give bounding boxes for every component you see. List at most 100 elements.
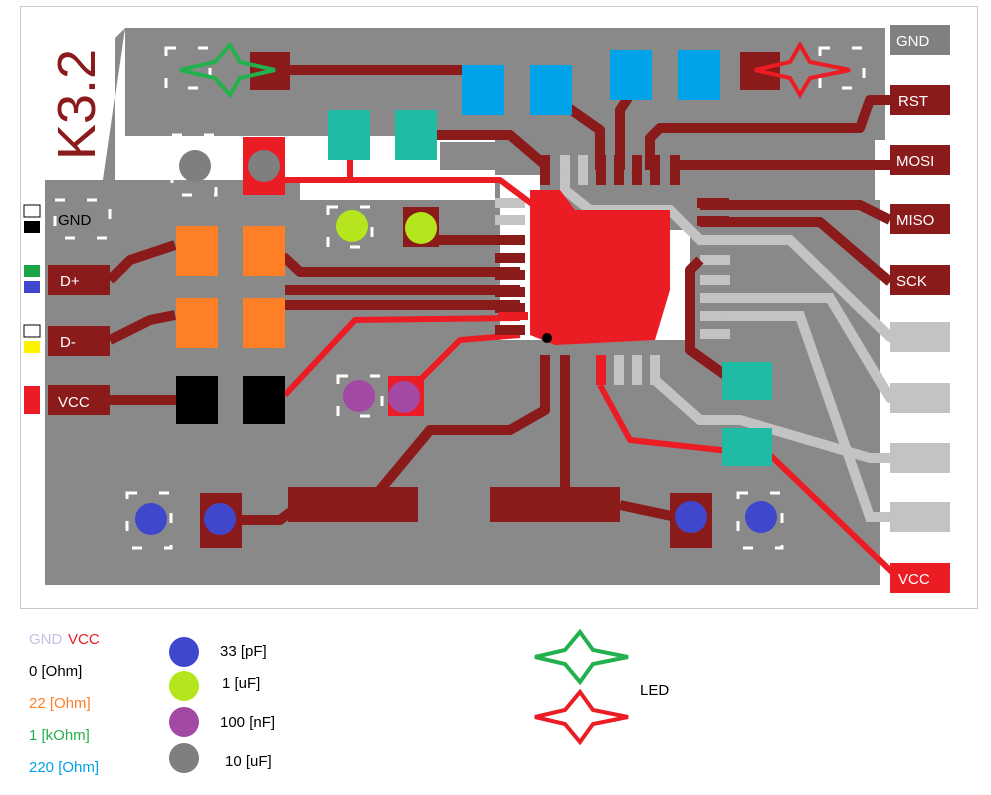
left-pin-gnd-marker-1 bbox=[23, 204, 41, 218]
gnd-pad-10u bbox=[170, 133, 218, 197]
clearance bbox=[125, 136, 495, 200]
legend-cap100n-swatch bbox=[169, 707, 199, 737]
pour-right bbox=[690, 200, 880, 555]
left-pins: GND D+ D- VCC bbox=[23, 204, 110, 415]
right-pin-sck-label: SCK bbox=[896, 273, 927, 290]
qfn-pad-b1 bbox=[540, 355, 550, 385]
right-pin-gnd bbox=[890, 25, 950, 55]
gnd-pad-led-left bbox=[164, 46, 212, 90]
crystal-pad-left bbox=[288, 487, 418, 522]
gnd-pad-led-right bbox=[818, 46, 866, 90]
trace-unused-1 bbox=[560, 170, 895, 342]
qfn-pad-t3 bbox=[596, 155, 606, 185]
left-pin-dplus-marker-1 bbox=[24, 265, 40, 277]
qfn-pad-r3 bbox=[700, 255, 730, 265]
crystal-pad-right bbox=[490, 487, 620, 522]
legend-gnd: GND bbox=[29, 631, 63, 648]
r0-2 bbox=[243, 376, 285, 424]
gnd-pad-1u bbox=[326, 205, 374, 249]
legend-cap10u: 10 [uF] bbox=[225, 753, 272, 770]
r22-4 bbox=[243, 298, 285, 348]
r22-3 bbox=[176, 298, 218, 348]
qfn-pad-t6 bbox=[650, 155, 660, 185]
legend: GND VCC 0 [Ohm] 22 [Ohm] 1 [kOhm] 220 [O… bbox=[29, 628, 669, 776]
trace-dminus-in bbox=[107, 310, 176, 345]
right-pin-rst bbox=[890, 85, 950, 115]
r1k-1 bbox=[328, 110, 370, 160]
gnd-pad-left-conn bbox=[53, 198, 112, 240]
clearance-cap1 bbox=[300, 170, 495, 200]
qfn-pad-r2 bbox=[697, 216, 729, 226]
gnd-pad-100n bbox=[336, 374, 384, 418]
right-pin-miso bbox=[890, 204, 950, 234]
pin1-dot bbox=[542, 333, 552, 343]
qfn-pad-l6 bbox=[495, 287, 525, 297]
left-pin-dminus bbox=[48, 326, 110, 356]
led-red-icon bbox=[754, 41, 851, 99]
unused-pads bbox=[495, 155, 950, 532]
r1k-2 bbox=[395, 110, 437, 160]
trace-sck bbox=[700, 217, 894, 286]
qfn-pad-t0 bbox=[540, 155, 550, 185]
right-pin-vcc bbox=[890, 563, 950, 593]
legend-cap1u-swatch bbox=[169, 671, 199, 701]
legend-led: LED bbox=[640, 682, 669, 699]
crystal bbox=[288, 487, 620, 522]
legend-r1k: 1 [kOhm] bbox=[29, 727, 90, 744]
trace-rst bbox=[645, 95, 890, 170]
qfn-pad-r7 bbox=[700, 329, 730, 339]
trace-unused-3 bbox=[650, 375, 895, 463]
legend-cap10u-swatch bbox=[169, 743, 199, 773]
led-green-icon bbox=[179, 41, 276, 99]
right-pin-sck bbox=[890, 265, 950, 295]
trace-vcc-out bbox=[597, 383, 898, 578]
legend-cap33p: 33 [pF] bbox=[220, 643, 267, 660]
qfn-pad-b6 bbox=[650, 355, 660, 385]
qfn-pad-r5 bbox=[700, 293, 730, 303]
cap1u-right bbox=[405, 212, 437, 244]
r1k-3 bbox=[722, 362, 772, 400]
trace-vcc-r0 bbox=[282, 315, 521, 398]
gnd-pad-33p-left bbox=[125, 491, 173, 550]
resistors bbox=[176, 50, 772, 466]
qfn-pad-l8 bbox=[495, 325, 525, 335]
cap33p-r-gnd bbox=[745, 501, 777, 533]
pour-bottom bbox=[45, 450, 880, 585]
qfn-pad-t5 bbox=[632, 155, 642, 185]
r220-4 bbox=[678, 50, 720, 100]
r220-1 bbox=[462, 65, 504, 115]
gnd-pads bbox=[53, 46, 866, 550]
left-pin-dplus-label: D+ bbox=[60, 273, 80, 290]
mcu-chip bbox=[495, 155, 729, 385]
qfn-pad-l7 bbox=[495, 303, 525, 313]
left-pin-gnd-marker-2 bbox=[24, 221, 40, 233]
trace-dplus-in bbox=[106, 240, 177, 284]
cap100n-left bbox=[343, 380, 375, 412]
r22-1 bbox=[176, 226, 218, 276]
right-pins: GND RST MOSI MISO SCK VCC bbox=[890, 25, 950, 593]
left-pin-dplus-marker-2 bbox=[24, 281, 40, 293]
left-pin-vcc bbox=[48, 385, 110, 415]
legend-vcc: VCC bbox=[68, 631, 100, 648]
cap33p-r-sig bbox=[675, 501, 707, 533]
cap100n-right bbox=[388, 381, 420, 413]
qfn-pad-t2 bbox=[578, 155, 588, 185]
r0-1 bbox=[176, 376, 218, 424]
pad-r9 bbox=[890, 443, 950, 473]
legend-r0: 0 [Ohm] bbox=[29, 663, 82, 680]
qfn-pad-b2 bbox=[560, 355, 570, 385]
qfn-pad-r4 bbox=[700, 275, 730, 285]
cap1u-left bbox=[336, 210, 368, 242]
trace-unused-4 bbox=[725, 311, 895, 522]
legend-led-red-icon bbox=[534, 688, 629, 746]
legend-led-green-icon bbox=[534, 628, 629, 686]
right-pin-vcc-label: VCC bbox=[898, 571, 930, 588]
legend-cap33p-swatch bbox=[169, 637, 199, 667]
cap10u-gnd bbox=[179, 150, 211, 182]
left-pin-dplus bbox=[48, 265, 110, 295]
right-pin-rst-label: RST bbox=[898, 93, 928, 110]
qfn-pad-t4 bbox=[614, 155, 624, 185]
mcu-body bbox=[530, 190, 670, 345]
qfn-pad-l2 bbox=[495, 215, 525, 225]
